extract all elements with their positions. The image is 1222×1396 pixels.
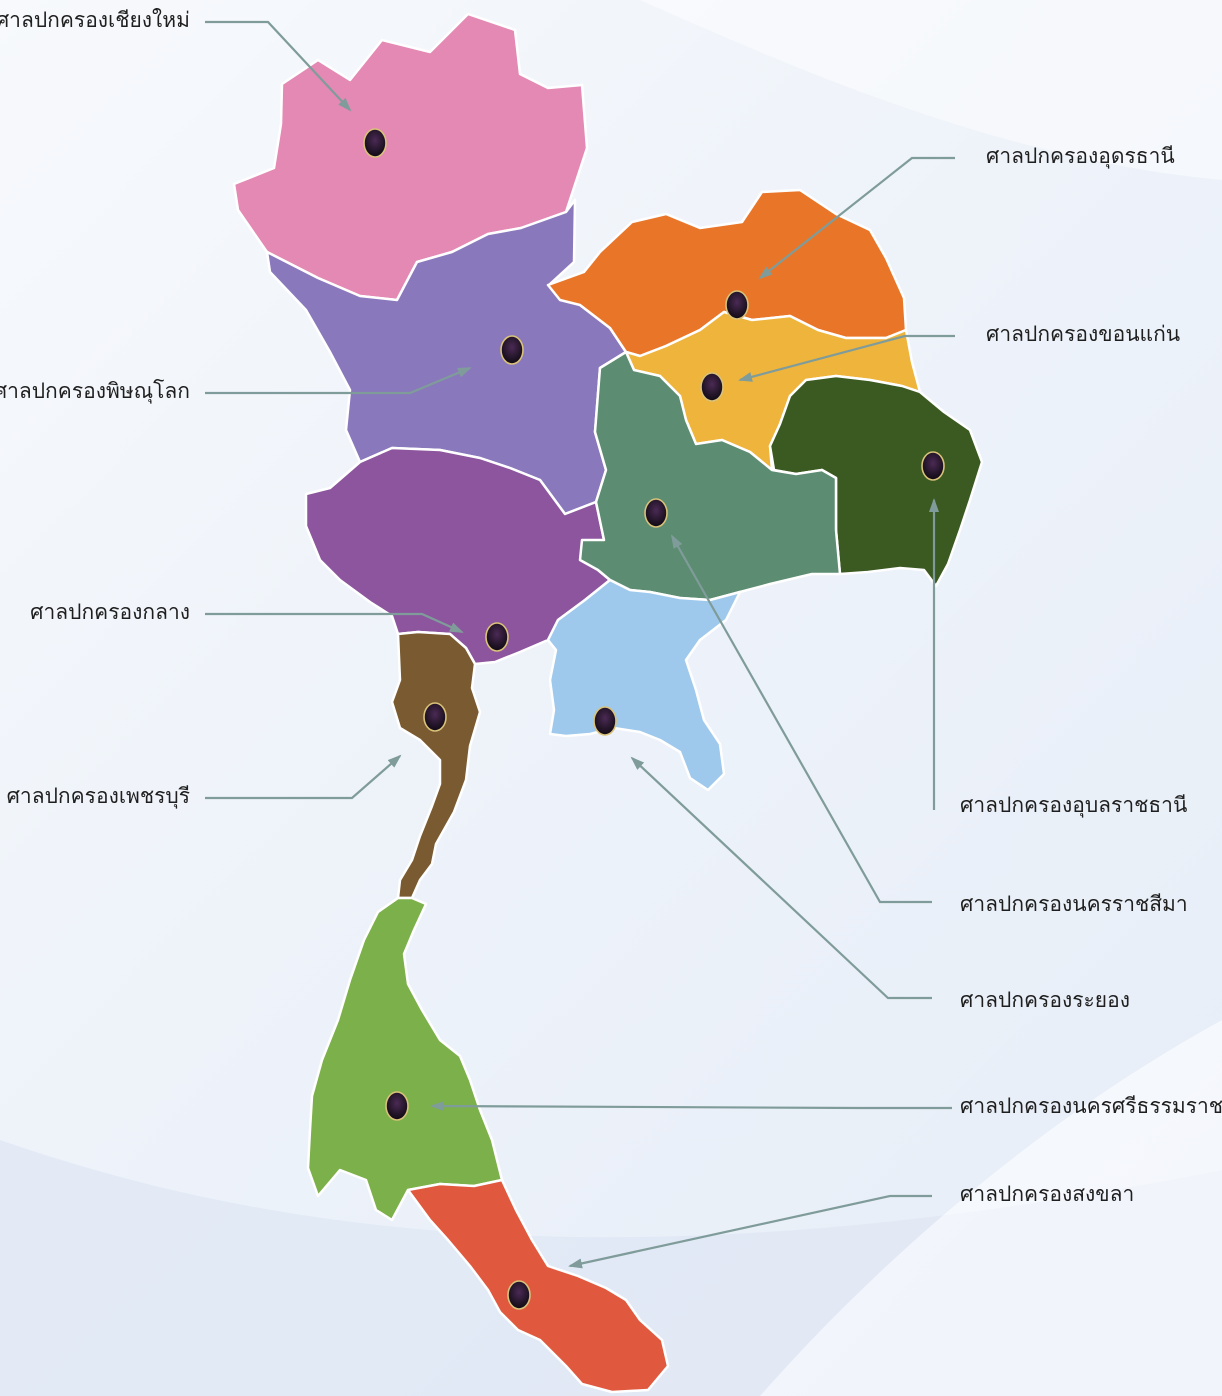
leader-line-chiang-mai	[205, 20, 352, 112]
label-rayong: ศาลปกครองระยอง	[960, 988, 1130, 1012]
region-nakhon-si-thammarat[interactable]	[306, 896, 504, 1222]
background-swoosh-top	[640, 0, 1222, 180]
label-songkhla: ศาลปกครองสงขลา	[960, 1182, 1135, 1206]
court-emblem-icon[interactable]	[725, 290, 749, 320]
background-swoosh-light	[760, 1020, 1222, 1396]
region-rayong[interactable]	[546, 578, 742, 792]
court-emblem-icon[interactable]	[500, 335, 524, 365]
court-emblem-icon[interactable]	[700, 372, 724, 402]
label-khon-kaen: ศาลปกครองขอนแก่น	[986, 322, 1181, 346]
label-nakhon-si-thammarat: ศาลปกครองนครศรีธรรมราช	[960, 1094, 1222, 1118]
leader-line-khon-kaen	[738, 334, 955, 382]
label-central: ศาลปกครองกลาง	[30, 600, 190, 624]
region-songkhla[interactable]	[406, 1178, 670, 1394]
leader-line-nakhon-si-thammarat	[430, 1101, 952, 1112]
court-emblem-icon[interactable]	[423, 702, 447, 732]
label-phetchaburi: ศาลปกครองเพชรบุรี	[6, 784, 190, 808]
leader-line-nakhon-ratchasima	[671, 534, 932, 904]
court-emblem-icon[interactable]	[507, 1280, 531, 1310]
court-emblem-icon[interactable]	[644, 498, 668, 528]
court-emblem-icon[interactable]	[593, 706, 617, 736]
leader-line-phitsanulok	[205, 366, 472, 395]
leader-line-udon-thani	[758, 156, 955, 280]
leader-line-songkhla	[568, 1194, 932, 1269]
label-udon-thani: ศาลปกครองอุดรธานี	[986, 144, 1175, 168]
court-emblem-icon[interactable]	[921, 451, 945, 481]
label-chiang-mai: ศาลปกครองเชียงใหม่	[0, 8, 190, 32]
label-ubon: ศาลปกครองอุบลราชธานี	[960, 793, 1188, 817]
leader-line-central	[205, 612, 464, 634]
label-phitsanulok: ศาลปกครองพิษณุโลก	[0, 379, 190, 403]
region-phetchaburi[interactable]	[390, 630, 482, 900]
region-central[interactable]	[304, 446, 612, 666]
leader-line-phetchaburi	[205, 754, 402, 800]
court-emblem-icon[interactable]	[485, 622, 509, 652]
leader-line-rayong	[630, 756, 932, 1000]
label-nakhon-ratchasima: ศาลปกครองนครราชสีมา	[960, 892, 1188, 916]
court-emblem-icon[interactable]	[363, 128, 387, 158]
region-nakhon-ratchasima[interactable]	[578, 350, 842, 602]
court-emblem-icon[interactable]	[385, 1091, 409, 1121]
